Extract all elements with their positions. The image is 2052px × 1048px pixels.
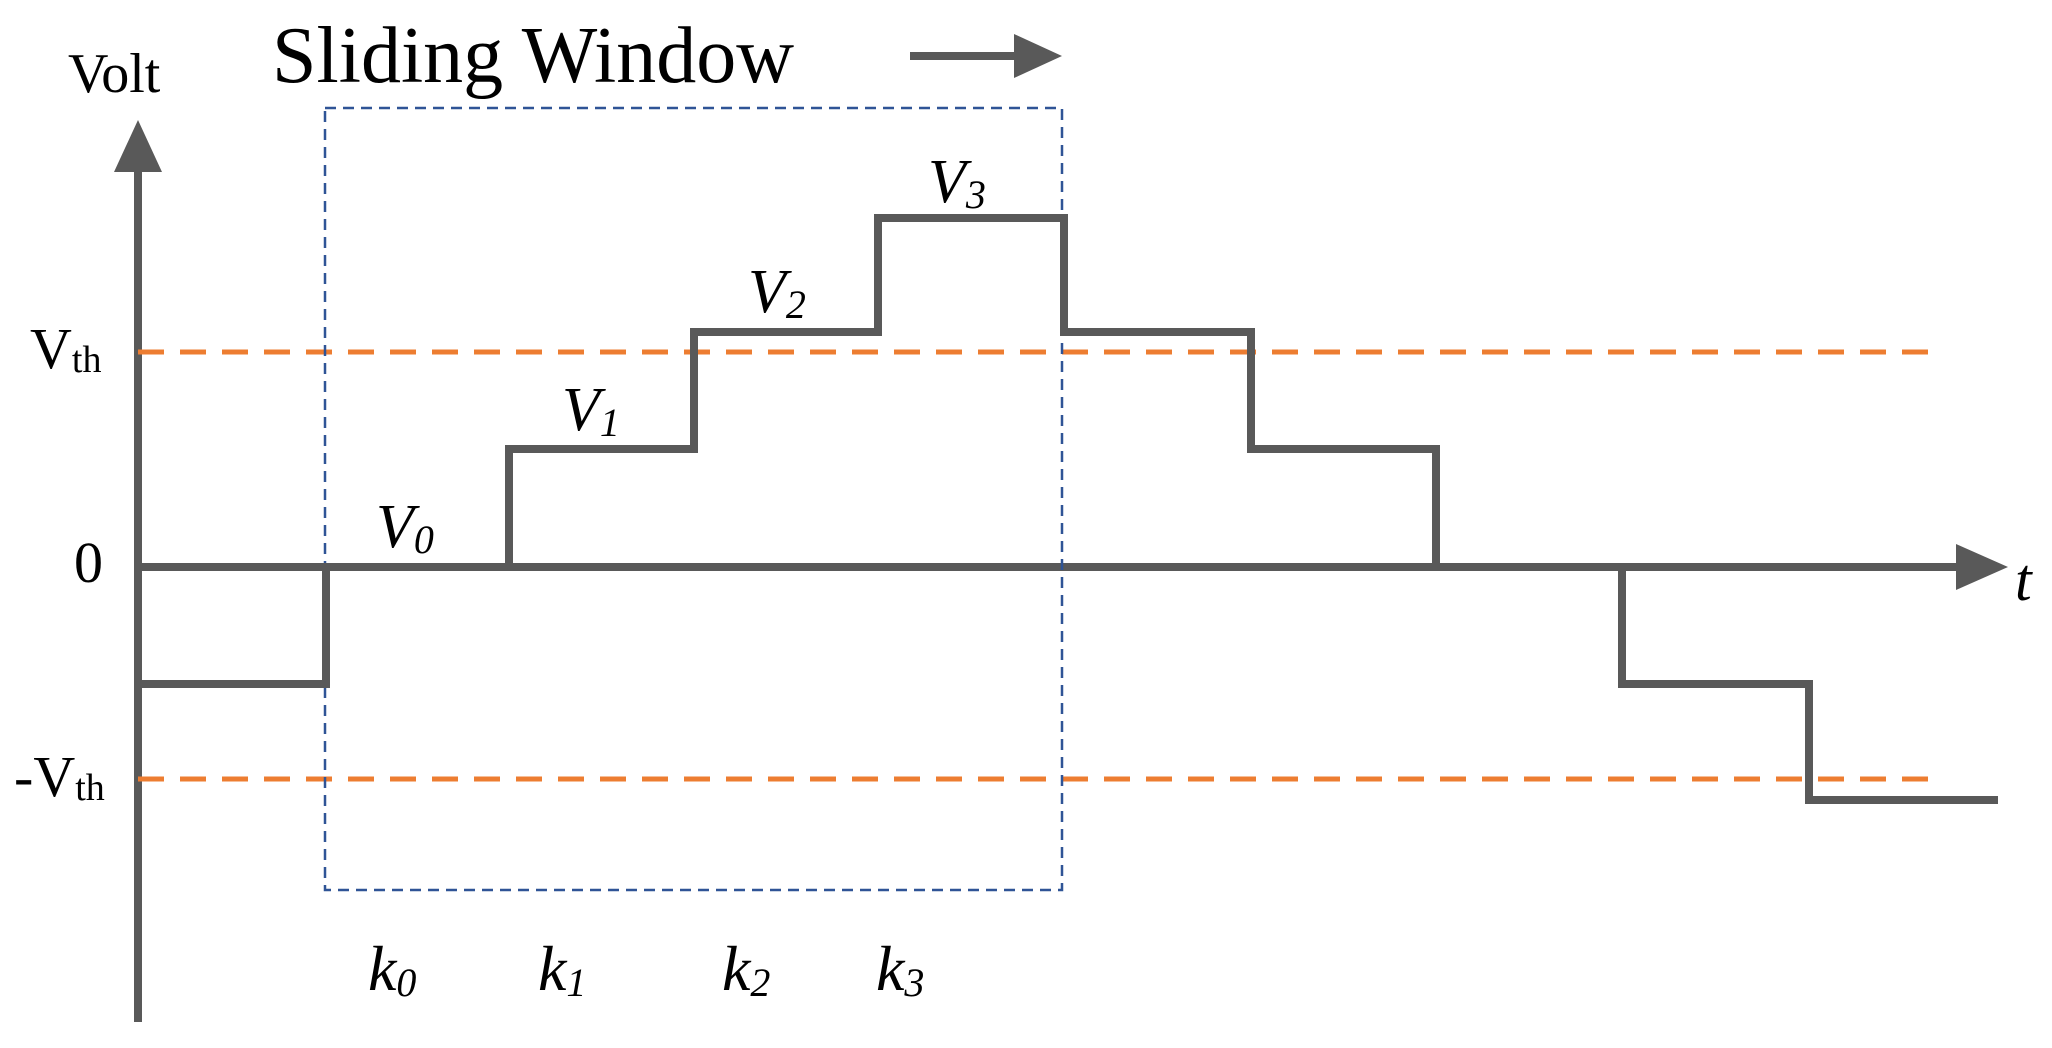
sliding-window-box	[323, 106, 1064, 892]
k-label-3: k3	[876, 933, 924, 1005]
neg-vth-tick-label: -Vth	[14, 744, 105, 809]
k-label-2: k2	[722, 933, 770, 1005]
diagram-title: Sliding Window	[272, 12, 794, 100]
step-label-v0: V0	[376, 493, 434, 562]
vth-tick-label: Vth	[30, 316, 101, 381]
step-label-v3: V3	[928, 148, 986, 217]
y-axis-label: Volt	[68, 43, 161, 105]
step-label-v2: V2	[748, 258, 806, 327]
step-label-v1: V1	[562, 376, 620, 445]
y-axis-arrow	[114, 120, 162, 172]
zero-tick-label: 0	[74, 530, 103, 595]
x-axis-arrow	[1956, 544, 2008, 590]
x-axis-label: t	[2015, 547, 2033, 613]
k-label-0: k0	[368, 933, 416, 1005]
step-signal	[138, 214, 1998, 804]
window-direction-arrow-head	[1014, 34, 1062, 78]
k-label-1: k1	[538, 933, 586, 1005]
